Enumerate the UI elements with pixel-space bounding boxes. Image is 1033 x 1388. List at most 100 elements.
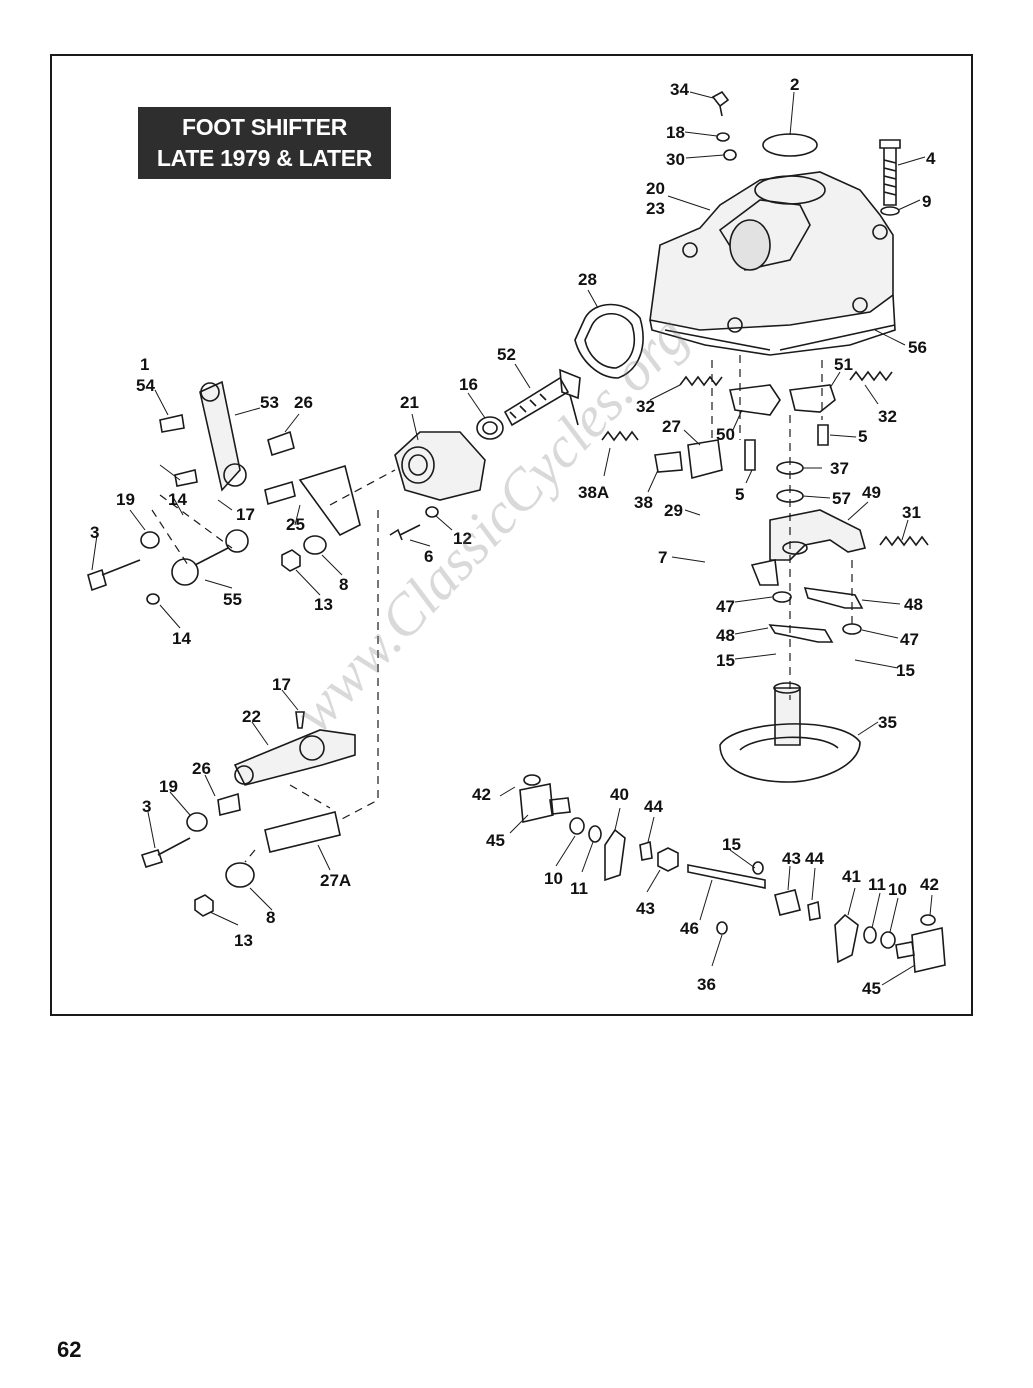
callout: 27 — [662, 417, 681, 436]
vent-fitting — [711, 90, 730, 117]
cover-plug — [762, 133, 818, 157]
washer — [140, 531, 160, 549]
fitting — [519, 783, 554, 823]
screw — [744, 439, 756, 471]
bushing — [267, 430, 295, 457]
callout: 19 — [159, 777, 178, 796]
washer — [716, 132, 730, 142]
callout: 18 — [666, 123, 685, 142]
shifter-housing — [394, 431, 486, 501]
pin — [159, 414, 185, 433]
washer — [716, 921, 728, 935]
callout: 5 — [735, 485, 744, 504]
callout: 32 — [636, 397, 655, 416]
pin — [264, 480, 296, 506]
callout: 43 — [782, 849, 801, 868]
rod-end — [171, 529, 249, 586]
callout: 8 — [339, 575, 348, 594]
callout: 22 — [242, 707, 261, 726]
callout: 42 — [920, 875, 939, 894]
page-number: 62 — [57, 1337, 82, 1362]
clip — [807, 900, 821, 921]
callout: 3 — [90, 523, 99, 542]
washer — [303, 535, 327, 555]
callout: 51 — [834, 355, 853, 374]
callout: 12 — [453, 529, 472, 548]
callout: 2 — [790, 75, 799, 94]
pin — [174, 469, 198, 487]
callout: 50 — [716, 425, 735, 444]
callout: 19 — [116, 490, 135, 509]
cover-bolt — [879, 139, 901, 216]
callout: 1 — [140, 355, 149, 374]
callout: 21 — [400, 393, 419, 412]
callout: 49 — [862, 483, 881, 502]
callout: 30 — [666, 150, 685, 169]
link-plate — [264, 811, 341, 853]
washer — [186, 812, 208, 832]
leader-lines — [91, 91, 933, 986]
callout: 15 — [722, 835, 741, 854]
shifter-shaft — [503, 368, 581, 427]
callout: 3 — [142, 797, 151, 816]
link-plate — [298, 464, 361, 537]
ring — [146, 593, 160, 605]
callout: 4 — [926, 149, 936, 168]
washer — [569, 817, 585, 835]
plug — [723, 149, 737, 161]
fitting — [295, 711, 305, 729]
callout: 38 — [634, 493, 653, 512]
callout: 34 — [670, 80, 689, 99]
callout: 41 — [842, 867, 861, 886]
pawl-carrier — [729, 384, 781, 416]
callout: 45 — [862, 979, 881, 998]
pawl-carrier — [789, 384, 836, 413]
spring — [849, 370, 893, 382]
callout: 36 — [697, 975, 716, 994]
shaft-washer — [476, 416, 504, 440]
bolt — [87, 559, 141, 592]
callout: 35 — [878, 713, 897, 732]
callout: 37 — [830, 459, 849, 478]
lever-arm — [199, 380, 247, 492]
gasket — [574, 303, 644, 379]
callout: 11 — [868, 875, 886, 894]
callout: 31 — [902, 503, 921, 522]
callout: 29 — [664, 501, 683, 520]
callout: 55 — [223, 590, 242, 609]
spring — [879, 535, 929, 547]
ring — [425, 506, 439, 518]
callout: 14 — [172, 629, 191, 648]
callout: 6 — [424, 547, 433, 566]
callout: 38A — [578, 483, 609, 502]
callout: 32 — [878, 407, 897, 426]
callout: 9 — [922, 192, 931, 211]
callout-labels: 34 2 18 30 4 9 20 23 28 56 52 16 21 1 54… — [90, 75, 939, 998]
washer — [880, 931, 896, 949]
callout: 43 — [636, 899, 655, 918]
spring — [679, 375, 723, 387]
callout: 53 — [260, 393, 279, 412]
screw — [389, 524, 421, 541]
callout: 54 — [136, 376, 155, 395]
bushing — [774, 889, 801, 916]
title-line-1: FOOT SHIFTER — [181, 114, 348, 140]
callout: 23 — [646, 199, 665, 218]
callout: 16 — [459, 375, 478, 394]
spring — [601, 430, 639, 442]
callout: 10 — [544, 869, 563, 888]
shifter-lever — [750, 509, 866, 586]
shifter-drum — [719, 682, 861, 783]
nut — [281, 549, 301, 572]
fitting — [911, 927, 946, 973]
lower-lever — [233, 729, 356, 786]
callout: 47 — [900, 630, 919, 649]
callout: 11 — [570, 879, 588, 898]
callout: 57 — [832, 489, 851, 508]
callout: 25 — [286, 515, 305, 534]
washer — [225, 862, 255, 888]
pawl — [803, 587, 864, 609]
shift-arm — [604, 828, 626, 882]
callout: 42 — [472, 785, 491, 804]
